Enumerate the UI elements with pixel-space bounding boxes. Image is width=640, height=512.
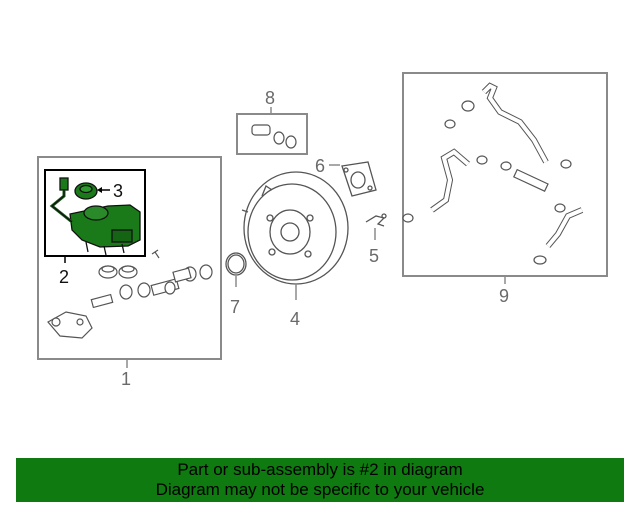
group-box-8[interactable] (236, 113, 308, 155)
notice-banner: Part or sub-assembly is #2 in diagram Di… (16, 458, 624, 502)
callout-4[interactable]: 4 (290, 309, 300, 329)
sensor-wire-part[interactable] (49, 177, 73, 224)
cap-part[interactable] (74, 182, 98, 200)
callout-2[interactable]: 2 (59, 267, 69, 287)
reservoir-part[interactable] (69, 204, 141, 256)
clip-part[interactable] (365, 213, 387, 227)
highlight-box-2[interactable] (44, 169, 146, 257)
callout-1[interactable]: 1 (121, 369, 131, 389)
group-box-1[interactable] (37, 156, 222, 360)
brake-booster-part[interactable] (241, 171, 349, 285)
grommet-parts (98, 249, 160, 279)
callout-7[interactable]: 7 (230, 297, 240, 317)
callout-8[interactable]: 8 (265, 88, 275, 108)
banner-line-1: Part or sub-assembly is #2 in diagram (177, 460, 463, 479)
callout-6[interactable]: 6 (315, 156, 325, 176)
group-box-9[interactable] (402, 72, 608, 277)
vacuum-hose-parts (402, 82, 584, 265)
master-cylinder-parts (47, 264, 213, 339)
callout-9[interactable]: 9 (499, 286, 509, 306)
gasket-part[interactable] (341, 161, 377, 197)
o-ring-part[interactable] (225, 252, 247, 276)
callout-5[interactable]: 5 (369, 246, 379, 266)
banner-line-2: Diagram may not be specific to your vehi… (155, 480, 485, 499)
callout-3[interactable]: 3 (113, 181, 123, 201)
check-valve-parts (251, 124, 297, 149)
